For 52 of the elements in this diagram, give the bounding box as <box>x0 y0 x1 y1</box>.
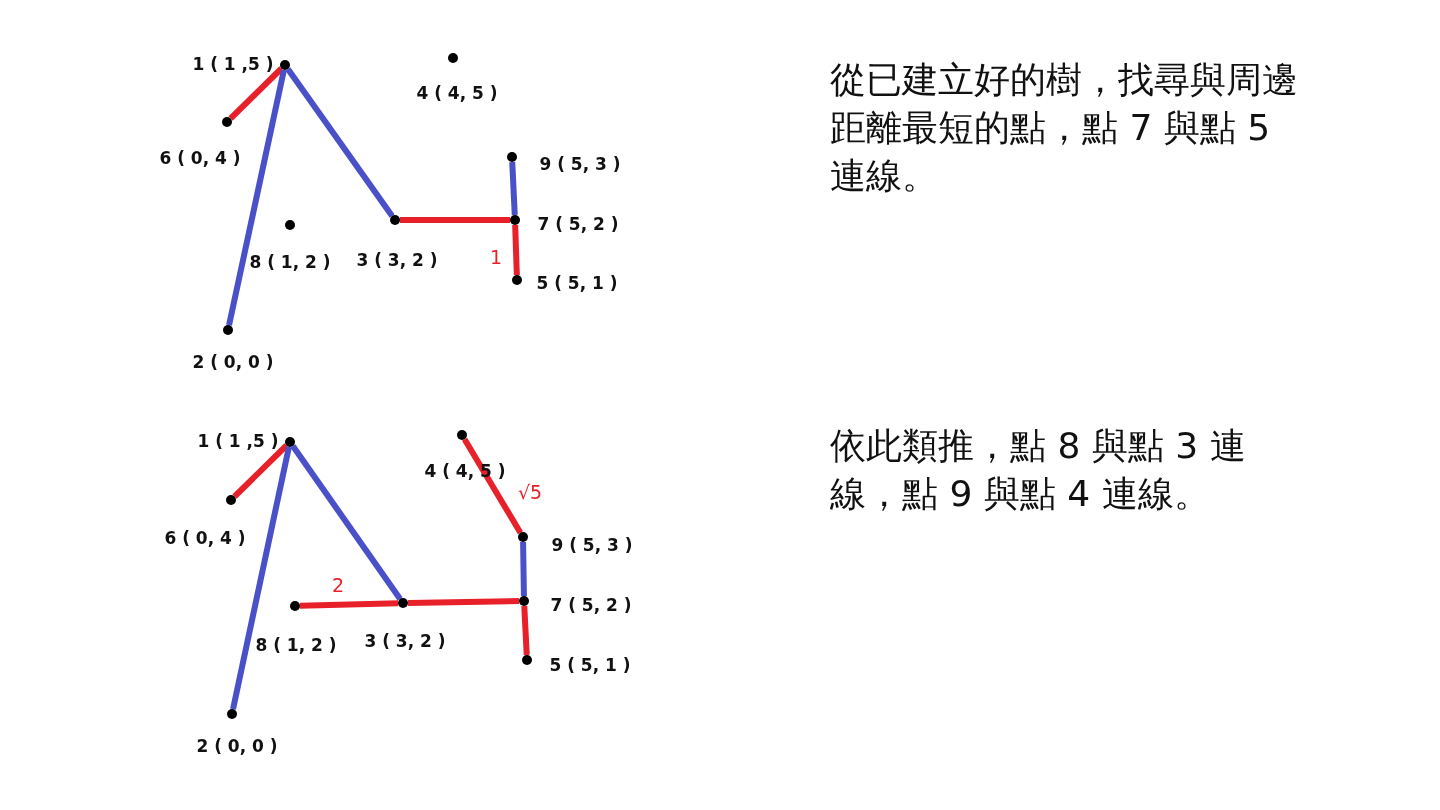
tree-edge-line <box>230 446 292 710</box>
point-dot <box>227 709 237 719</box>
point-label: 9 ( 5, 3 ) <box>551 535 633 555</box>
point-dot <box>448 53 458 63</box>
tree-edge-line <box>299 600 399 609</box>
tree-edge-line <box>290 444 403 601</box>
tree-edge-line <box>400 217 510 223</box>
point-dot <box>223 325 233 335</box>
tree-edge-line <box>520 541 527 597</box>
point-dot <box>518 532 528 542</box>
tree-edge-line <box>521 605 530 656</box>
point-dot <box>290 601 300 611</box>
point-label: 6 ( 0, 4 ) <box>164 528 246 548</box>
point-label: 7 ( 5, 2 ) <box>537 214 619 234</box>
point-dot <box>285 437 295 447</box>
point-label: 5 ( 5, 1 ) <box>536 273 618 293</box>
edge-length-label: √5 <box>516 481 544 503</box>
point-label: 9 ( 5, 3 ) <box>539 154 621 174</box>
explanation-text: 依此類推，點 8 與點 3 連線，點 9 與點 4 連線。 <box>830 424 1247 516</box>
point-label: 1 ( 1 ,5 ) <box>192 54 274 74</box>
point-dot <box>226 495 236 505</box>
explanation-text: 從已建立好的樹，找尋與周邊距離最短的點，點 7 與點 5 連線。 <box>830 58 1299 198</box>
tree-edge-line <box>509 161 518 216</box>
tree-edge-line <box>226 69 287 326</box>
point-label: 2 ( 0, 0 ) <box>196 736 278 756</box>
point-label: 8 ( 1, 2 ) <box>249 252 331 272</box>
tree-edge-line <box>512 224 520 276</box>
point-dot <box>222 117 232 127</box>
point-label: 2 ( 0, 0 ) <box>192 352 274 372</box>
point-dot <box>510 215 520 225</box>
point-dot <box>519 596 529 606</box>
point-label: 4 ( 4, 5 ) <box>416 83 498 103</box>
point-dot <box>457 430 467 440</box>
point-dot <box>512 275 522 285</box>
tree-edge-line <box>228 66 284 121</box>
tree-edge-line <box>407 598 520 606</box>
point-dot <box>390 215 400 225</box>
tree-edge-line <box>285 67 395 218</box>
point-dot <box>507 152 517 162</box>
point-label: 3 ( 3, 2 ) <box>364 631 446 651</box>
tree-edge-line <box>462 437 523 535</box>
point-dot <box>280 60 290 70</box>
point-label: 8 ( 1, 2 ) <box>255 635 337 655</box>
point-dot <box>522 655 532 665</box>
point-label: 3 ( 3, 2 ) <box>356 250 438 270</box>
point-label: 1 ( 1 ,5 ) <box>197 431 279 451</box>
point-label: 7 ( 5, 2 ) <box>550 595 632 615</box>
point-label: 6 ( 0, 4 ) <box>159 148 241 168</box>
tree-edge-line <box>232 443 289 499</box>
point-dot <box>398 598 408 608</box>
point-dot <box>285 220 295 230</box>
point-label: 5 ( 5, 1 ) <box>549 655 631 675</box>
